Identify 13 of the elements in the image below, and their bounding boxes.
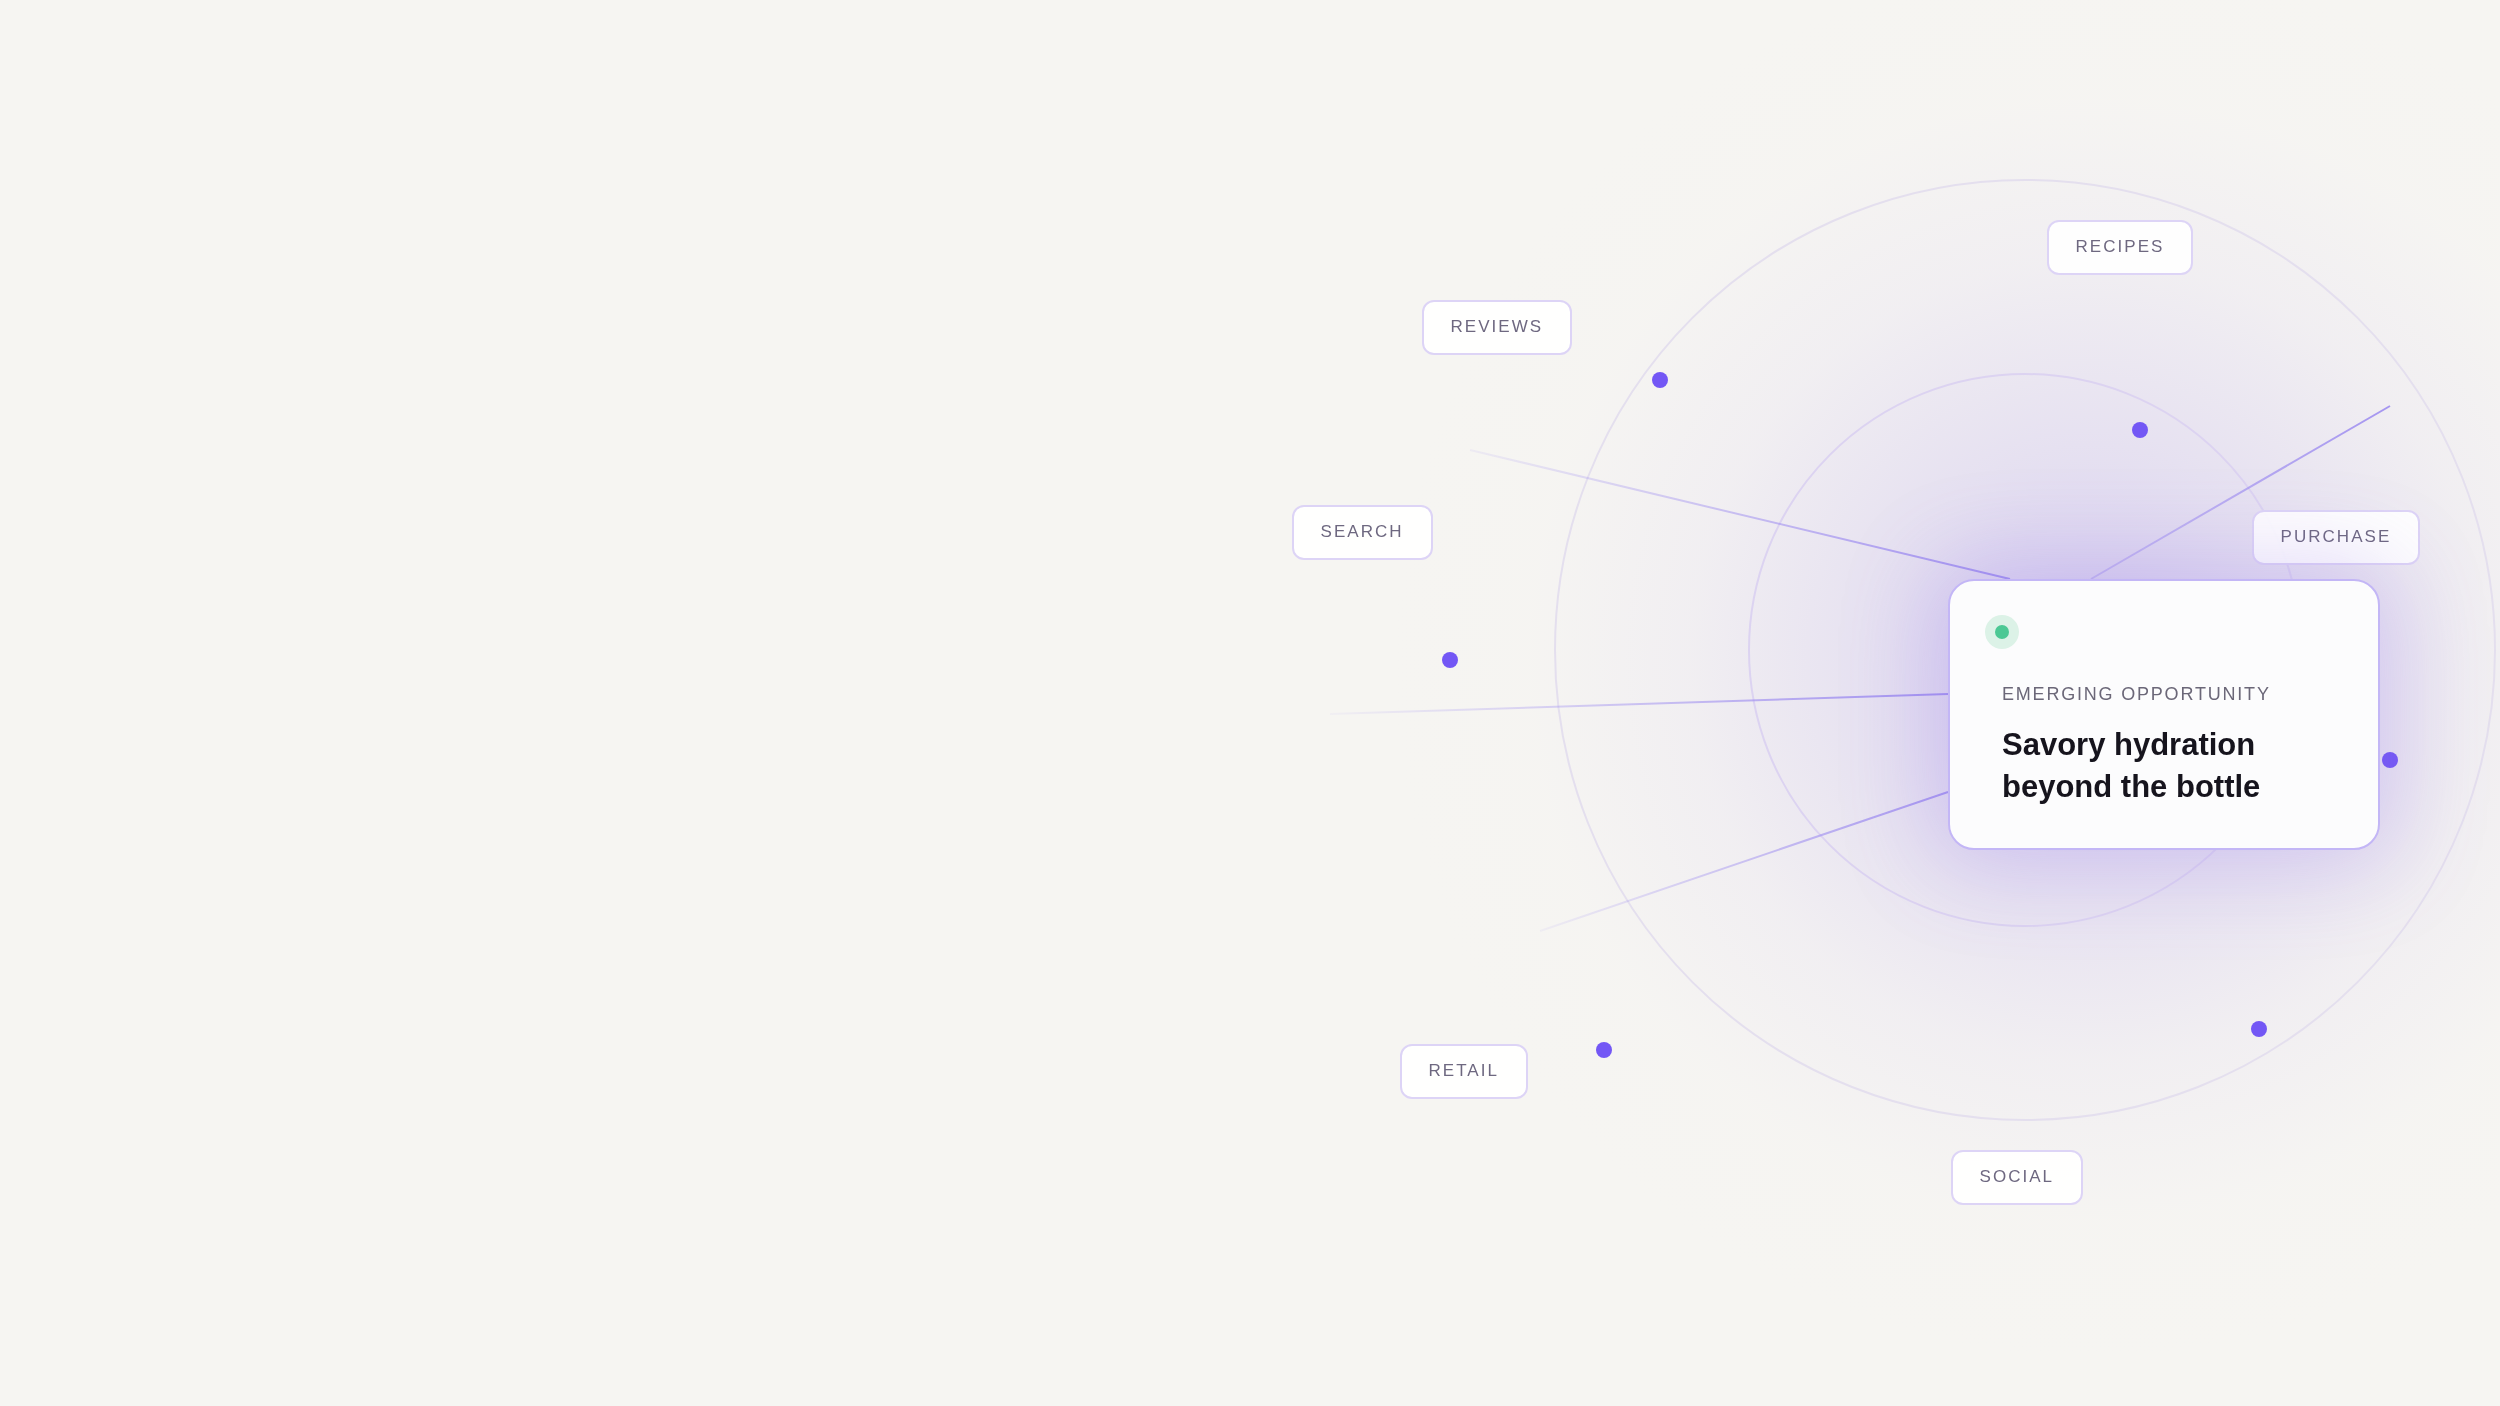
opportunity-card [1948, 579, 2380, 850]
card-title: Savory hydration beyond the bottle [2002, 726, 2262, 806]
category-tag: PURCHASE [2251, 509, 2421, 565]
category-tag: SOCIAL [1950, 1149, 2084, 1205]
connector-line [1539, 791, 1949, 932]
connector-line [1469, 449, 2011, 580]
card-eyebrow-label: EMERGING OPPORTUNITY [2002, 683, 2271, 705]
category-tag: SEARCH [1291, 504, 1433, 560]
category-tag: RECIPES [2046, 219, 2194, 275]
connector-line [1329, 693, 1949, 715]
connector-line [2090, 405, 2391, 580]
category-tag: RETAIL [1399, 1043, 1528, 1099]
category-tag: REVIEWS [1421, 299, 1573, 355]
